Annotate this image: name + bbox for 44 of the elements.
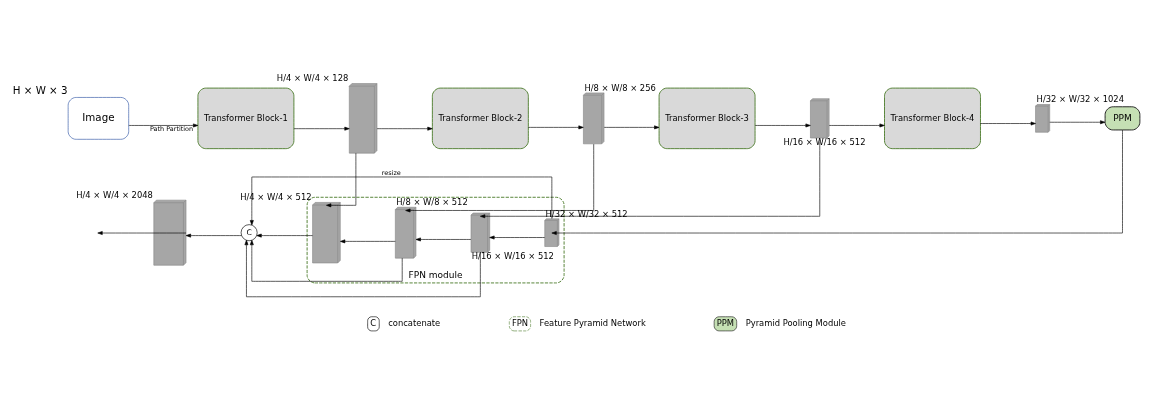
label: FPN <box>511 318 529 329</box>
label: PPM <box>716 318 735 329</box>
arrow <box>754 123 811 128</box>
arrow <box>244 239 481 298</box>
arrow <box>489 235 545 240</box>
legend-label: Pyramid Pooling Module <box>745 318 846 329</box>
arrow <box>97 231 191 238</box>
arrow <box>128 123 199 128</box>
node-box: Image <box>67 97 129 140</box>
arrow <box>340 239 396 244</box>
node-label: H/8 × W/8 × 512 <box>396 196 468 207</box>
arrow <box>603 125 660 130</box>
arrow <box>828 123 885 128</box>
node-label: H/16 × W/16 × 512 <box>783 136 866 147</box>
arrow <box>480 138 821 219</box>
node-box: Transformer Block-1 <box>197 87 295 150</box>
arrow <box>376 126 433 131</box>
arrow <box>185 233 242 238</box>
legend-label: concatenate <box>388 318 441 329</box>
arrow <box>415 237 472 242</box>
arrow <box>528 125 584 130</box>
node-box: Transformer Block-4 <box>884 87 981 150</box>
node-label: H/32 × W/32 × 1024 <box>1036 94 1124 105</box>
label: C <box>370 318 377 329</box>
node-label: H/8 × W/8 × 256 <box>584 82 656 93</box>
legend-label: Feature Pyramid Network <box>539 318 646 329</box>
arrow <box>551 129 1123 235</box>
arrow <box>326 152 357 208</box>
arrow <box>405 143 595 213</box>
arrow <box>1049 120 1106 125</box>
arrow <box>293 126 350 131</box>
node-label: H/4 × W/4 × 2048 <box>76 189 153 200</box>
node-label: H/4 × W/4 × 512 <box>240 192 312 203</box>
node-label: H × W × 3 <box>12 84 68 97</box>
arrow <box>980 121 1036 126</box>
node-label: H/32 × W/32 × 512 <box>545 208 628 219</box>
arrow <box>249 239 403 282</box>
node-box: Transformer Block-3 <box>658 87 756 150</box>
node-box: PPM <box>1104 106 1141 131</box>
node-box: Transformer Block-2 <box>431 87 529 150</box>
node-label: H/16 × W/16 × 512 <box>471 251 554 262</box>
arrow <box>249 176 553 226</box>
arrow <box>256 233 313 238</box>
node-label: H/4 × W/4 × 128 <box>276 73 349 84</box>
